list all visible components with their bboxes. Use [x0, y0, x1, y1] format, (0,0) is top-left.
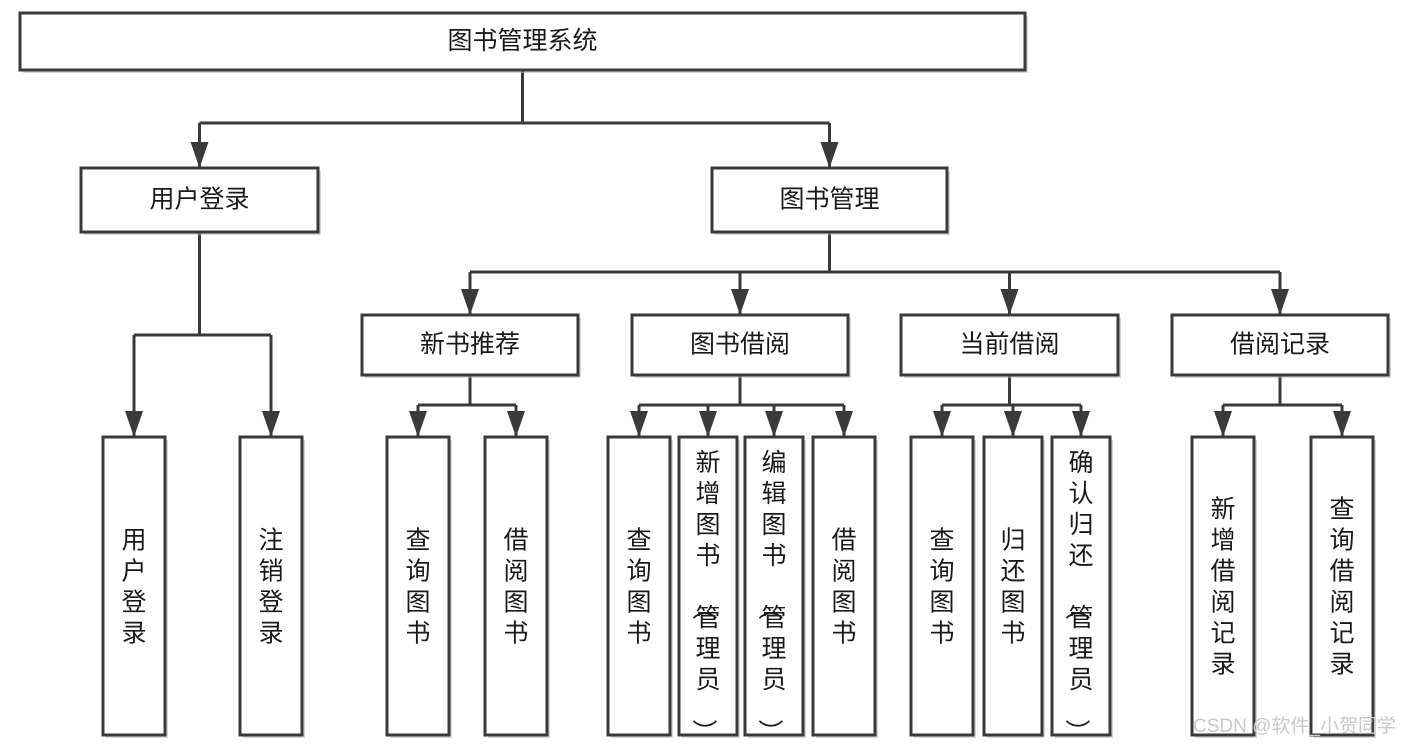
node-box[interactable]: [743, 435, 805, 737]
node-box[interactable]: [1050, 435, 1112, 737]
node-box[interactable]: [18, 11, 1027, 72]
arrow-head-icon: [461, 289, 479, 315]
node-label: 注销登录: [258, 527, 283, 648]
arrow-head-icon: [190, 142, 209, 168]
node-label: 借阅记录: [1230, 331, 1330, 359]
node-root[interactable]: 图书管理系统: [18, 11, 1028, 73]
node-leaf-logout-login[interactable]: 注销登录: [238, 435, 305, 738]
node-box[interactable]: [909, 435, 975, 737]
node-leaf-confirm-return-admin[interactable]: 确认归还（管理员）: [1050, 435, 1113, 744]
arrow-head-icon: [835, 411, 853, 437]
node-leaf-edit-book-admin[interactable]: 编辑图书（管理员）: [743, 435, 806, 744]
node-label: 图书管理: [779, 186, 879, 214]
node-leaf-borrow-book-rec[interactable]: 借阅图书: [483, 435, 550, 738]
node-leaf-user-login[interactable]: 用户登录: [101, 435, 168, 738]
watermark-layer: CSDN @软件_小贺同学: [1193, 715, 1396, 737]
node-label: 查询图书: [405, 527, 430, 648]
node-box[interactable]: [1309, 435, 1375, 737]
arrow-head-icon: [765, 411, 783, 437]
node-box[interactable]: [899, 313, 1120, 377]
node-label: 新增借阅记录: [1210, 496, 1235, 679]
node-book-manage[interactable]: 图书管理: [710, 166, 950, 235]
node-box[interactable]: [811, 435, 877, 737]
arrow-head-icon: [125, 411, 143, 437]
node-box[interactable]: [385, 435, 451, 737]
node-label: 归还图书: [1000, 527, 1025, 648]
node-box[interactable]: [360, 313, 580, 377]
node-new-book-recommend[interactable]: 新书推荐: [360, 313, 581, 378]
node-leaf-query-borrow-record[interactable]: 查询借阅记录: [1309, 435, 1376, 738]
node-box[interactable]: [1170, 313, 1390, 377]
node-box[interactable]: [606, 435, 672, 737]
node-label: 编辑图书（管理员）: [755, 449, 786, 744]
node-label: 用户登录: [149, 186, 249, 214]
node-borrow-record[interactable]: 借阅记录: [1170, 313, 1391, 378]
connector-layer: [125, 70, 1351, 437]
node-book-borrow[interactable]: 图书借阅: [630, 313, 851, 378]
node-leaf-query-book-cb[interactable]: 查询图书: [909, 435, 976, 738]
node-label: 查询借阅记录: [1329, 496, 1354, 679]
node-label: 查询图书: [929, 527, 954, 648]
node-box[interactable]: [238, 435, 304, 737]
node-label: 新增图书（管理员）: [689, 449, 720, 744]
node-leaf-query-book-rec[interactable]: 查询图书: [385, 435, 452, 738]
node-box[interactable]: [101, 435, 167, 737]
node-label: 查询图书: [626, 527, 651, 648]
node-box[interactable]: [677, 435, 739, 737]
arrow-head-icon: [699, 411, 717, 437]
node-user-login[interactable]: 用户登录: [79, 166, 321, 235]
arrow-head-icon: [630, 411, 648, 437]
node-box[interactable]: [982, 435, 1044, 737]
arrow-head-icon: [1333, 411, 1351, 437]
csdn-watermark: CSDN @软件_小贺同学: [1193, 715, 1396, 737]
node-current-borrow[interactable]: 当前借阅: [899, 313, 1121, 378]
node-box[interactable]: [483, 435, 549, 737]
node-label: 图书管理系统: [447, 27, 597, 55]
node-label: 确认归还（管理员）: [1062, 449, 1093, 744]
node-leaf-query-book-bb[interactable]: 查询图书: [606, 435, 673, 738]
node-label: 用户登录: [121, 527, 146, 648]
arrow-head-icon: [1000, 289, 1019, 315]
node-box[interactable]: [630, 313, 850, 377]
node-leaf-borrow-book-bb[interactable]: 借阅图书: [811, 435, 878, 738]
node-label: 新书推荐: [420, 331, 520, 359]
node-label: 图书借阅: [690, 331, 790, 359]
arrow-head-icon: [820, 142, 839, 168]
node-label: 借阅图书: [831, 527, 856, 648]
arrow-head-icon: [409, 411, 427, 437]
arrow-head-icon: [1271, 289, 1289, 315]
arrow-head-icon: [731, 289, 749, 315]
node-leaf-add-borrow-record[interactable]: 新增借阅记录: [1190, 435, 1257, 738]
arrow-head-icon: [1004, 411, 1022, 437]
node-label: 当前借阅: [959, 331, 1059, 359]
node-leaf-add-book-admin[interactable]: 新增图书（管理员）: [677, 435, 740, 744]
arrow-head-icon: [1214, 411, 1232, 437]
node-label: 借阅图书: [503, 527, 528, 648]
arrow-head-icon: [1072, 411, 1090, 437]
node-leaf-return-book[interactable]: 归还图书: [982, 435, 1045, 738]
node-box[interactable]: [79, 166, 320, 234]
arrow-head-icon: [262, 411, 280, 437]
node-layer: 图书管理系统用户登录图书管理新书推荐图书借阅当前借阅借阅记录用户登录注销登录查询…: [18, 11, 1391, 744]
node-box[interactable]: [1190, 435, 1256, 737]
arrow-head-icon: [933, 411, 951, 437]
node-box[interactable]: [710, 166, 949, 234]
arrow-head-icon: [507, 411, 525, 437]
